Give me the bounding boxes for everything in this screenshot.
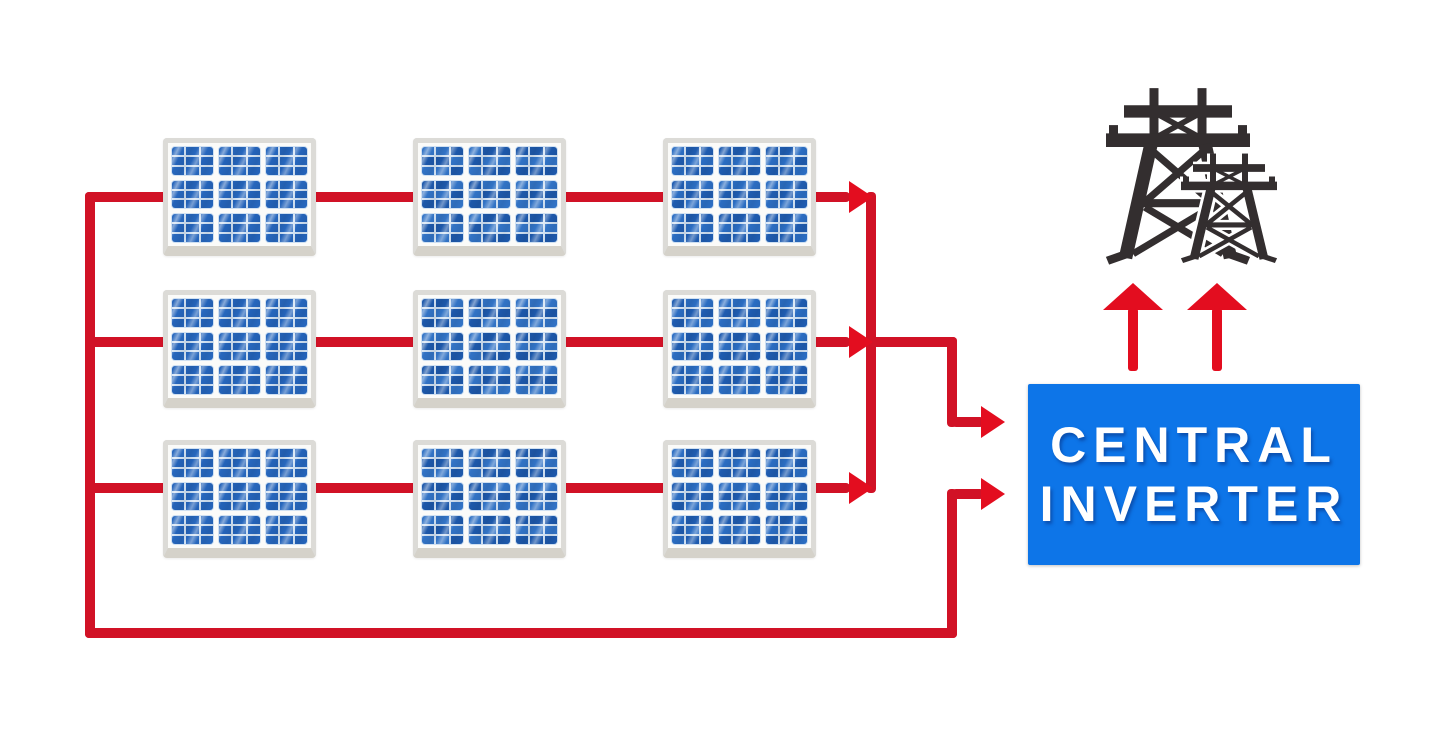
arrow-right-icon [849,181,873,213]
arrow-up-icon [1187,283,1247,310]
wire-bottom-return [85,628,957,638]
central-inverter-box: CENTRAL INVERTER [1028,384,1360,565]
wire-branch [866,337,957,347]
arrow-up-icon [1212,308,1222,371]
wire-drop [947,337,957,427]
wire-left-bus [85,192,95,638]
wire-riser [947,489,957,638]
inverter-label-line1: CENTRAL [1050,416,1338,473]
arrow-right-icon [981,478,1005,510]
inverter-label-line2: INVERTER [1039,475,1349,532]
transmission-tower-icon [1105,88,1279,266]
arrow-right-icon [849,472,873,504]
solar-panel-icon [663,440,816,558]
solar-panel-icon [413,138,566,256]
solar-panel-icon [663,290,816,408]
arrow-right-icon [849,326,873,358]
solar-panel-icon [163,290,316,408]
arrow-up-icon [1103,283,1163,310]
wire-inverter-input1 [952,417,984,427]
arrow-right-icon [981,406,1005,438]
solar-panel-icon [663,138,816,256]
solar-panel-icon [413,440,566,558]
solar-panel-icon [413,290,566,408]
arrow-up-icon [1128,308,1138,371]
solar-panel-icon [163,440,316,558]
solar-panel-icon [163,138,316,256]
wire-inverter-input2 [952,489,984,499]
